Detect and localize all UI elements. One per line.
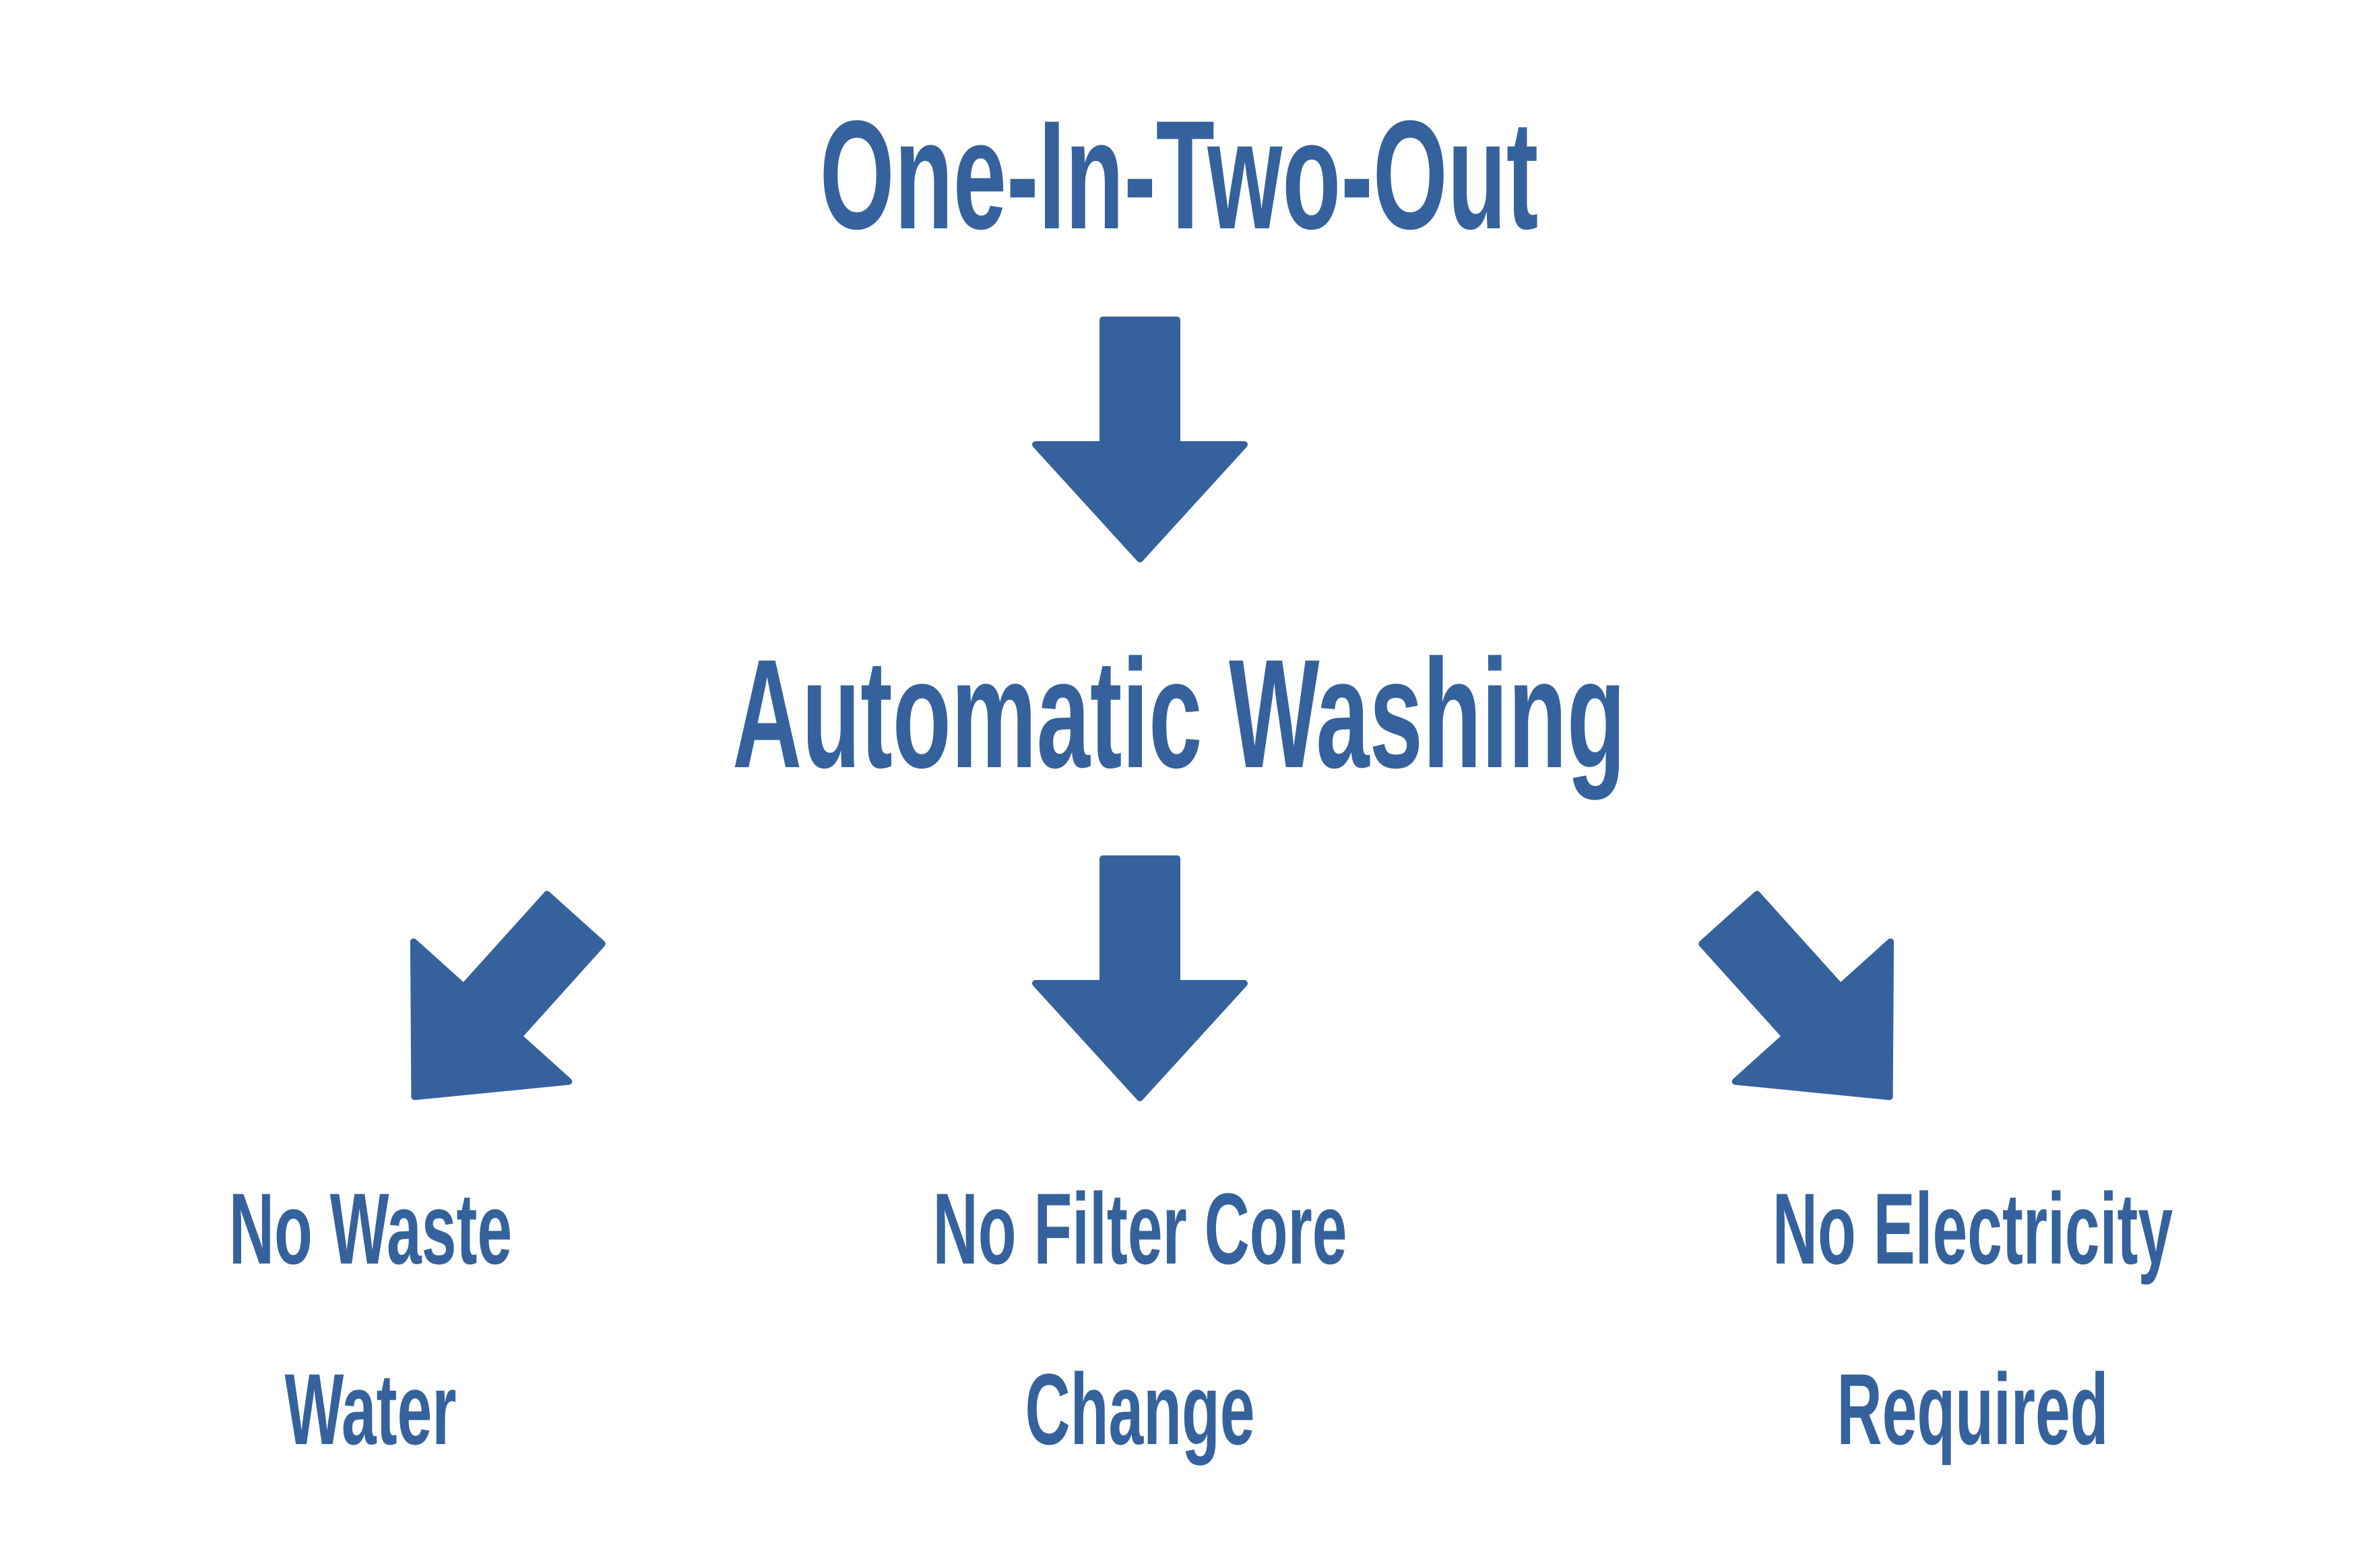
- benefit-line-1: No Filter Core: [932, 1172, 1347, 1285]
- arrow-down-icon: [1035, 320, 1244, 559]
- benefit-line-1: No Electricity: [1772, 1172, 2173, 1285]
- benefit-line-1: No Waste: [228, 1172, 513, 1285]
- arrow-down-left-icon: [337, 849, 652, 1167]
- benefit-no-electricity-required: No Electricity Required: [1743, 1138, 2202, 1499]
- benefit-no-waste-water: No Waste Water: [141, 1138, 600, 1499]
- diagram-title: One-In-Two-Out: [819, 88, 1539, 261]
- benefit-line-2: Change: [1025, 1352, 1255, 1466]
- benefit-line-2: Water: [284, 1352, 457, 1466]
- arrow-down-icon: [1035, 859, 1244, 1098]
- benefit-line-2: Required: [1837, 1352, 2109, 1466]
- process-label: Automatic Washing: [732, 627, 1626, 800]
- benefit-no-filter-core-change: No Filter Core Change: [910, 1138, 1370, 1499]
- arrow-down-right-icon: [1652, 849, 1967, 1167]
